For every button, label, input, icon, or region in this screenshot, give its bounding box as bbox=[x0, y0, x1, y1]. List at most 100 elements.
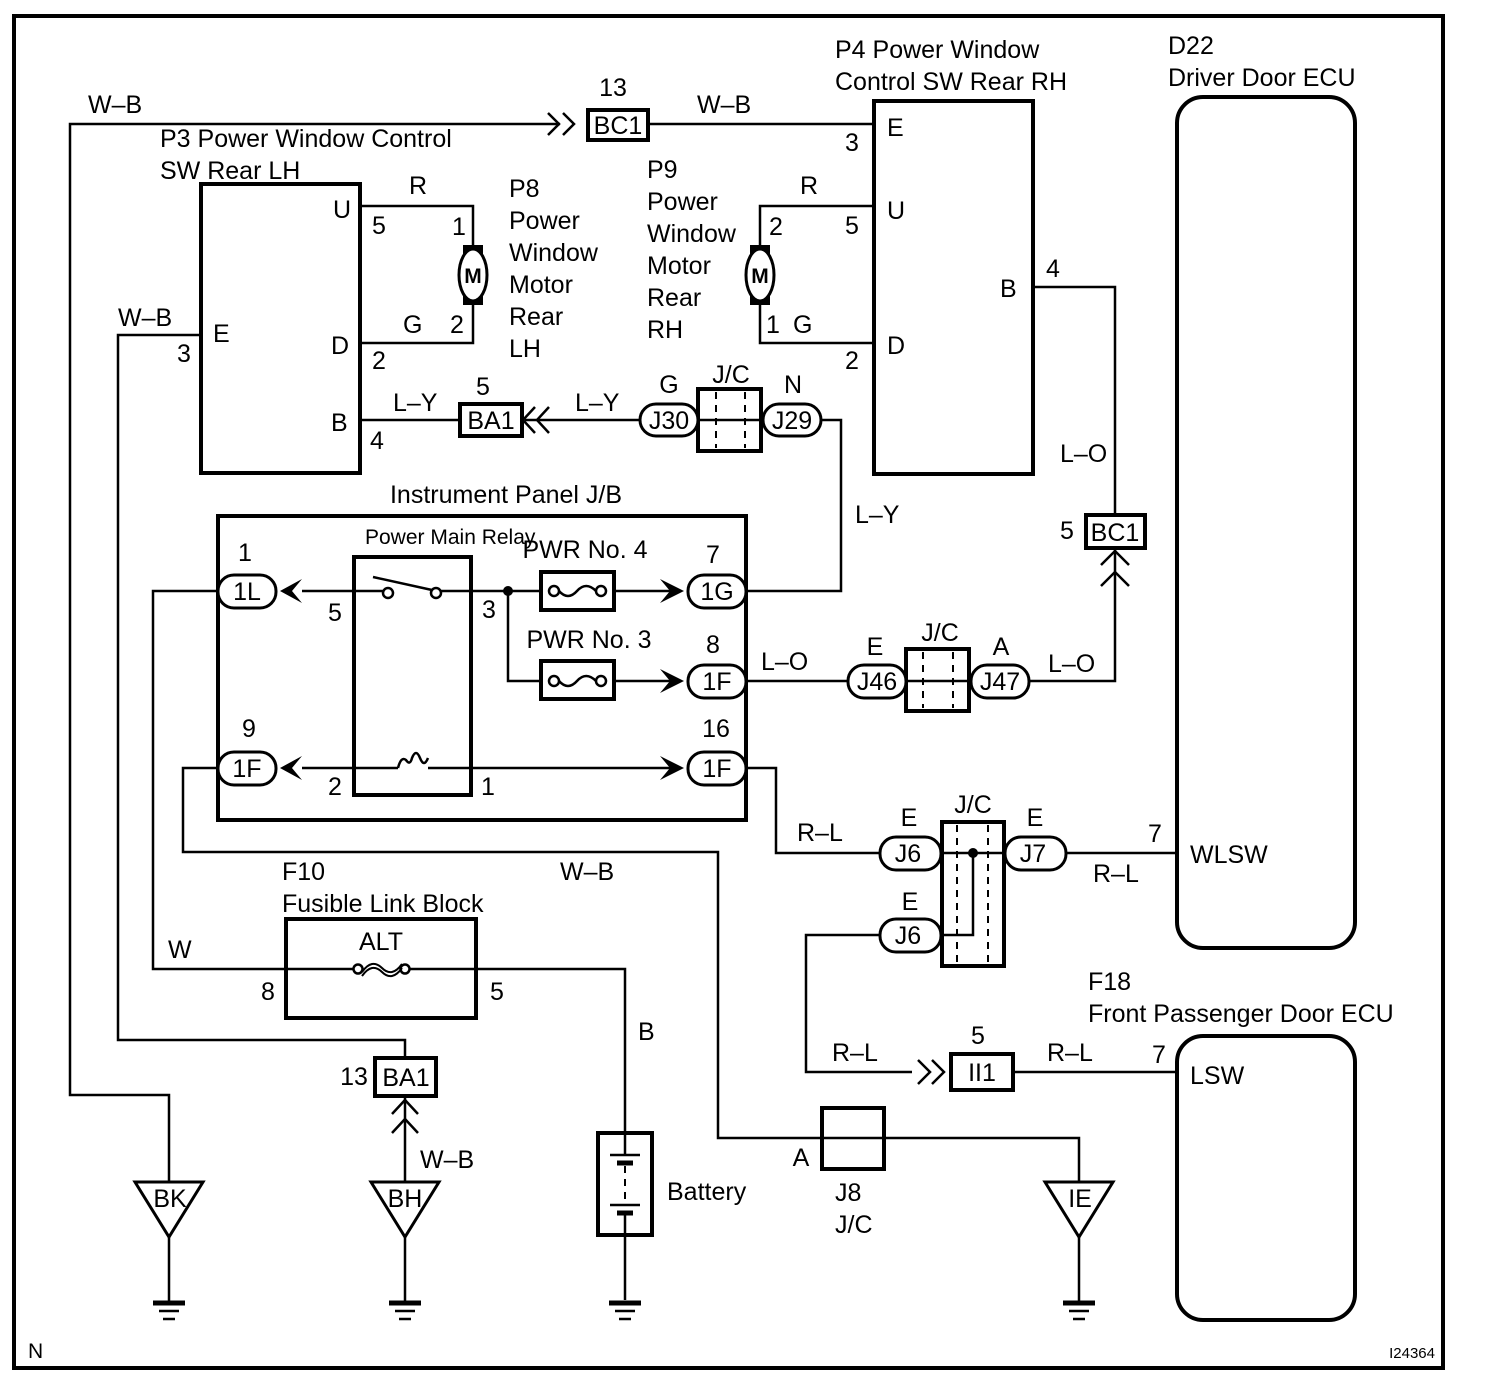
fuse3-wire-in bbox=[506, 591, 541, 683]
conn-1f9-id: 1F bbox=[232, 755, 261, 783]
p9-label-0: P9 bbox=[647, 156, 678, 184]
ground-bh: BH bbox=[368, 1180, 442, 1321]
wire-wb-1f-j8-ie bbox=[181, 766, 1081, 1185]
d22-pin-wlsw: WLSW bbox=[1190, 841, 1268, 869]
wire-label-wb-mid: W–B bbox=[560, 858, 614, 886]
fuse-pwr4-label: PWR No. 4 bbox=[522, 536, 647, 564]
ii1-arrow-1 bbox=[917, 1059, 932, 1085]
connector-ii1: II1 5 bbox=[917, 1022, 1015, 1092]
bc1-right-arrow-1 bbox=[1100, 549, 1130, 566]
conn-1f9-pin: 9 bbox=[242, 715, 256, 743]
ba1-bottom-box bbox=[373, 1056, 438, 1098]
j7-pin: E bbox=[1027, 804, 1044, 832]
relay-label: Power Main Relay bbox=[365, 526, 536, 549]
relay-pin-5: 5 bbox=[328, 599, 342, 627]
p4-pin-u: U bbox=[887, 197, 905, 225]
fuse-pwr3-term-1 bbox=[547, 674, 561, 688]
wire-g-p4d-p9 bbox=[758, 305, 874, 345]
conn-1f16-arrow bbox=[660, 756, 684, 780]
bc1-top-pin: 13 bbox=[599, 74, 627, 102]
p3-body bbox=[199, 182, 362, 475]
ba1-top-arrow-2 bbox=[535, 406, 550, 434]
page-marker: N bbox=[28, 1340, 43, 1363]
j29-pill bbox=[761, 402, 823, 438]
fuse-pwr3-box bbox=[539, 659, 616, 701]
j47-pill bbox=[969, 663, 1031, 700]
p3-pin-u: U bbox=[333, 196, 351, 224]
wire-b-f10-battery bbox=[476, 967, 627, 1133]
f10-fusible-link-block: ALT F10 Fusible Link Block 8 5 bbox=[261, 858, 504, 1020]
p3-pin-num-d: 2 bbox=[372, 347, 386, 375]
p8-label-4: Rear bbox=[509, 303, 563, 331]
instrument-panel-jb: Instrument Panel J/B Power Main Relay 5 … bbox=[216, 481, 748, 822]
wire-label-lo-vert: L–O bbox=[1060, 440, 1107, 468]
f10-fuse-label: ALT bbox=[359, 928, 403, 956]
p4-switch-rear-rh: P4 Power Window Control SW Rear RH E U B… bbox=[835, 36, 1067, 476]
jc-low-label: J/C bbox=[954, 791, 992, 819]
p9-label-4: Rear bbox=[647, 284, 701, 312]
j30-id: J30 bbox=[649, 407, 689, 435]
p9-pin-top: 2 bbox=[769, 213, 783, 241]
jc-mid-label: J/C bbox=[921, 619, 959, 647]
conn-1f9-arrow bbox=[280, 756, 302, 780]
p9-pin-bottom: 1 bbox=[766, 311, 780, 339]
j8-title-line2: J/C bbox=[835, 1211, 873, 1239]
jb-title: Instrument Panel J/B bbox=[390, 481, 622, 509]
f10-title-line1: F10 bbox=[282, 858, 325, 886]
p4-pin-num-u: 5 bbox=[845, 212, 859, 240]
p9-motor-symbol: M bbox=[751, 265, 769, 288]
p4-title-line1: P4 Power Window bbox=[835, 36, 1040, 64]
p4-body bbox=[872, 99, 1035, 476]
conn-1l-arrow bbox=[280, 579, 302, 603]
wire-rl-1f-j6 bbox=[748, 766, 880, 855]
p8-motor-icon bbox=[457, 247, 489, 303]
wire-label-w-f10: W bbox=[168, 936, 192, 964]
p3-switch-rear-lh: P3 Power Window Control SW Rear LH U E D… bbox=[160, 125, 452, 475]
j8-title-line1: J8 bbox=[835, 1179, 861, 1207]
j7-pill bbox=[1003, 835, 1068, 872]
f18-front-passenger-door-ecu: F18 Front Passenger Door ECU LSW 7 bbox=[1088, 968, 1394, 1322]
jc-top-label: J/C bbox=[712, 361, 750, 389]
conn-1f16-pin: 16 bbox=[702, 715, 730, 743]
p4-pin-e: E bbox=[887, 114, 904, 142]
f18-body bbox=[1175, 1034, 1357, 1322]
d22-title-line2: Driver Door ECU bbox=[1168, 64, 1356, 92]
ba1-bottom-arrow-1 bbox=[391, 1098, 419, 1115]
j8-pin: A bbox=[793, 1144, 810, 1172]
conn-1l-pin: 1 bbox=[238, 539, 252, 567]
p3-pin-num-u: 5 bbox=[372, 212, 386, 240]
ii1-pin: 5 bbox=[971, 1022, 985, 1050]
fuse-pwr4-box bbox=[539, 570, 616, 612]
ground-ie-triangle bbox=[1042, 1180, 1116, 1240]
wire-label-r-p9: R bbox=[800, 172, 818, 200]
f10-title-line2: Fusible Link Block bbox=[282, 890, 484, 918]
j47-id: J47 bbox=[980, 668, 1020, 696]
relay-coil-icon bbox=[396, 751, 430, 769]
relay-switch-arm bbox=[372, 575, 433, 592]
p9-label-3: Motor bbox=[647, 252, 711, 280]
connector-bc1-top: BC1 13 bbox=[547, 74, 650, 142]
jc-low-junction-dot bbox=[968, 848, 978, 858]
ba1-top-id: BA1 bbox=[467, 407, 514, 435]
fuse-pwr4-icon bbox=[558, 584, 597, 598]
wire-label-ly-mid: L–Y bbox=[575, 389, 620, 417]
j47-pin: A bbox=[993, 633, 1010, 661]
wire-label-lo-1f: L–O bbox=[761, 648, 808, 676]
p3-pin-d: D bbox=[331, 332, 349, 360]
wire-label-lo-j47: L–O bbox=[1048, 650, 1095, 678]
ground-bk-triangle bbox=[132, 1180, 206, 1240]
conn-1l-pill bbox=[216, 573, 278, 610]
ii1-id: II1 bbox=[968, 1059, 996, 1087]
f10-pin-left: 8 bbox=[261, 978, 275, 1006]
bc1-top-box bbox=[586, 108, 650, 142]
wire-label-g-p8: G bbox=[403, 311, 422, 339]
f18-title-line1: F18 bbox=[1088, 968, 1131, 996]
ground-ie-id: IE bbox=[1068, 1185, 1092, 1213]
ii1-arrow-2 bbox=[931, 1059, 946, 1085]
relay-pin-2: 2 bbox=[328, 773, 342, 801]
p4-pin-b: B bbox=[1000, 275, 1017, 303]
j30-pin: G bbox=[659, 371, 678, 399]
p9-label-1: Power bbox=[647, 188, 718, 216]
wire-label-ly-p3: L–Y bbox=[393, 389, 438, 417]
p4-pin-d: D bbox=[887, 332, 905, 360]
